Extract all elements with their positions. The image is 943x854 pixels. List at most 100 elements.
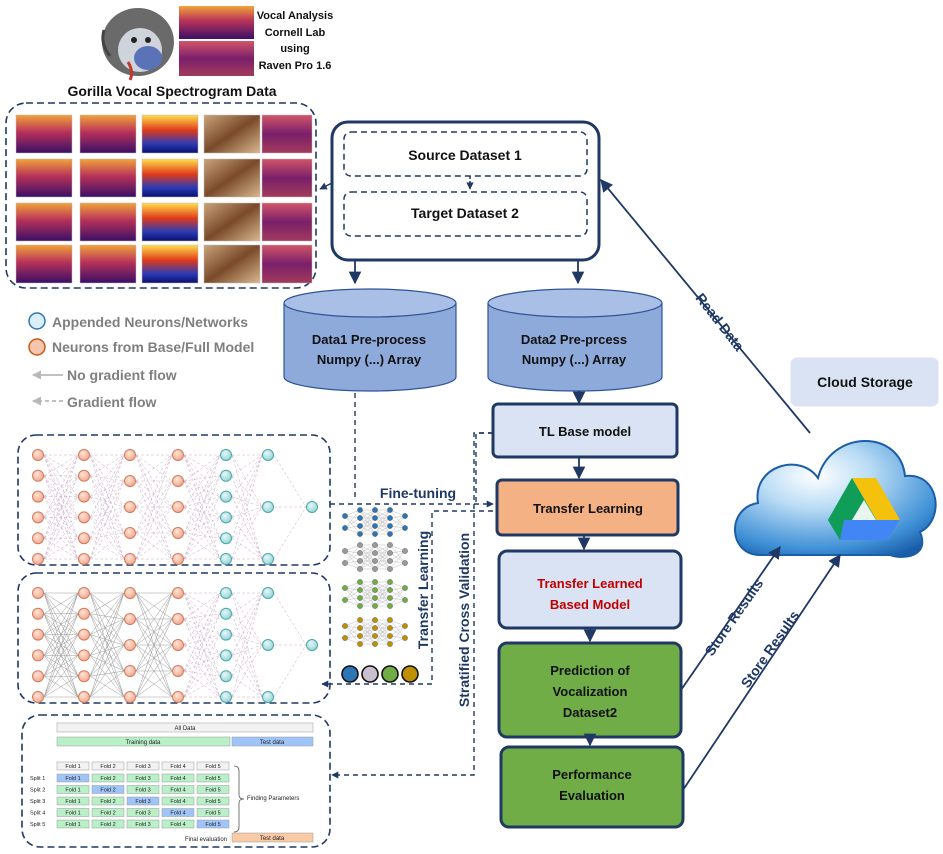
network-neuron [262,691,274,703]
mini-network-link [374,581,391,591]
network-neuron [32,670,44,683]
network-neuron [32,607,44,620]
network-connection [183,496,221,508]
cv-cell-label: Fold 2 [100,811,115,817]
network-connection [183,670,221,677]
network-neuron [32,511,44,524]
network-neuron [32,691,44,703]
network-connection [89,454,125,539]
network-connection [183,618,221,635]
mini-network-link [374,552,391,570]
mini-network-node [402,560,408,566]
mini-network-node [387,515,393,521]
cv-cell-label: Fold 5 [205,822,220,828]
network-connection [183,517,221,560]
network-neuron [78,469,90,482]
network-neuron [172,475,184,487]
cv-cell-label: Fold 3 [135,776,150,782]
cv-validation-cell [196,819,230,829]
mini-network-link [344,589,361,601]
cv-validation-cell [161,808,195,817]
store-results-arrow-1 [680,545,781,691]
cv-validation-cell [126,796,160,806]
mini-network-link [389,517,406,529]
network-connection [43,592,79,677]
legend-gradient-label: Gradient flow [67,394,157,410]
network-connection [183,506,221,518]
mini-network-link [389,587,406,607]
mini-network-link [374,509,391,527]
cv-all-data-bar [56,722,314,733]
cv-training-cell [196,808,230,817]
network-connection [183,532,221,539]
target-dataset-label: Target Dataset 2 [411,205,519,221]
network-connection [135,480,173,560]
network-connection [273,592,307,646]
store-results-arrow-2 [682,553,841,791]
cv-training-cell [161,785,195,794]
network-connection [43,454,79,477]
raven-label-3: using [280,43,309,55]
mini-network-link [344,550,361,570]
mini-network-node [372,603,378,609]
cv-training-cell [161,796,195,806]
mini-network-link [344,515,361,527]
mini-network-node [387,558,393,564]
network-connection [89,496,125,508]
mini-network-link [389,625,406,645]
network-neuron [124,613,136,625]
cv-fold-header [196,761,230,771]
cv-training-cell [56,785,90,794]
network-connection [43,496,79,560]
mini-network-link [389,515,406,535]
network-connection [231,592,263,698]
network-neuron [78,532,90,545]
mini-network-node [357,587,363,593]
cv-fold-header-label: Fold 1 [65,764,80,770]
tlbase-dashed-connector [475,432,493,506]
mini-network-node [357,523,363,529]
network-neuron [262,639,274,651]
network-connection [43,496,79,518]
network-neuron [78,628,90,641]
cv-training-cell [161,773,195,783]
palette-circle-gold [401,665,419,683]
network-connection [183,655,221,672]
performance-box [499,745,685,829]
network-connection [231,517,263,560]
network-connection [231,475,263,508]
network-connection [231,613,263,646]
mini-network-link [374,597,391,607]
network-connection [89,506,125,518]
network-neuron [172,527,184,539]
network-connection [89,634,125,672]
tl-based-model-label-2: Based Model [550,597,630,612]
mini-network-node [357,633,363,639]
spectrogram-thumbnail [79,158,137,198]
network-neuron [32,649,44,662]
mini-network-node [402,623,408,629]
mini-network-node [372,641,378,647]
network-connection [231,506,263,539]
network-connection [231,454,263,508]
cv-validation-cell [56,773,90,783]
network-neuron [124,553,136,565]
network-connection [273,644,307,698]
mini-network-link [359,635,376,645]
network-connection [89,496,125,534]
mini-network-node [372,625,378,631]
mini-network-link [344,625,361,645]
mini-network-node [387,617,393,623]
cv-cell-label: Fold 1 [65,811,80,817]
mini-network-link [359,544,376,570]
network-neuron [172,449,184,461]
mini-network-link [344,517,361,529]
network-connection [89,644,125,656]
network-connection [89,592,125,620]
mini-network-node [357,550,363,556]
transfer-learning-dashed-connector [321,510,493,688]
mini-network-link [344,625,361,637]
data1-label-line2: Numpy (...) Array [317,352,422,367]
network-connection [183,634,221,646]
mini-network-node [342,623,348,629]
